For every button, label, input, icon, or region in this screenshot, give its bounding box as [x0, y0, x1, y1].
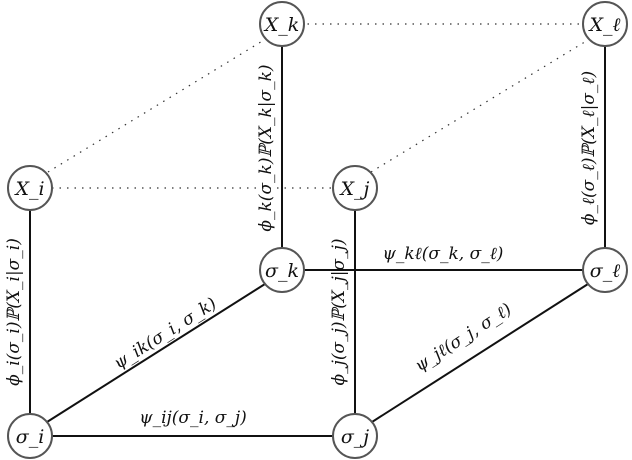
label-phi-l: ϕ_ℓ(σ_ℓ)ℙ(X_ℓ|σ_ℓ): [579, 71, 599, 225]
node-x-j-label: X_j: [339, 178, 370, 200]
node-sigma-l-label: σ_ℓ: [590, 260, 620, 282]
node-sigma-j-label: σ_j: [341, 426, 369, 448]
label-psi-ik: ψ_ik(σ_i, σ_k): [110, 294, 220, 374]
node-sigma-i: σ_i: [7, 413, 53, 459]
node-sigma-j: σ_j: [332, 413, 378, 459]
dotted-edge-xi-xk: [47, 39, 265, 173]
edge-sigmai-sigmak: [46, 283, 266, 423]
node-x-k-label: X_k: [263, 14, 300, 36]
node-sigma-l: σ_ℓ: [582, 247, 628, 293]
node-x-l: X_ℓ: [582, 1, 628, 47]
node-sigma-i-label: σ_i: [16, 426, 45, 448]
label-psi-kl: ψ_kℓ(σ_k, σ_ℓ): [383, 244, 504, 264]
dotted-edge-xj-xl: [370, 39, 589, 173]
label-phi-i: ϕ_i(σ_i)ℙ(X_i|σ_i): [4, 238, 24, 386]
node-x-l-label: X_ℓ: [588, 14, 621, 36]
label-psi-ij: ψ_ij(σ_i, σ_j): [139, 408, 247, 428]
node-sigma-k-label: σ_k: [265, 260, 299, 282]
node-sigma-k: σ_k: [259, 247, 305, 293]
node-x-i: X_i: [7, 165, 53, 211]
node-x-k: X_k: [259, 1, 305, 47]
node-x-i-label: X_i: [13, 178, 44, 200]
label-phi-j: ϕ_j(σ_j)ℙ(X_j|σ_j): [329, 238, 349, 385]
label-phi-k: ϕ_k(σ_k)ℙ(X_k|σ_k): [256, 64, 276, 231]
edge-sigmaj-sigmal: [371, 283, 589, 423]
node-x-j: X_j: [332, 165, 378, 211]
